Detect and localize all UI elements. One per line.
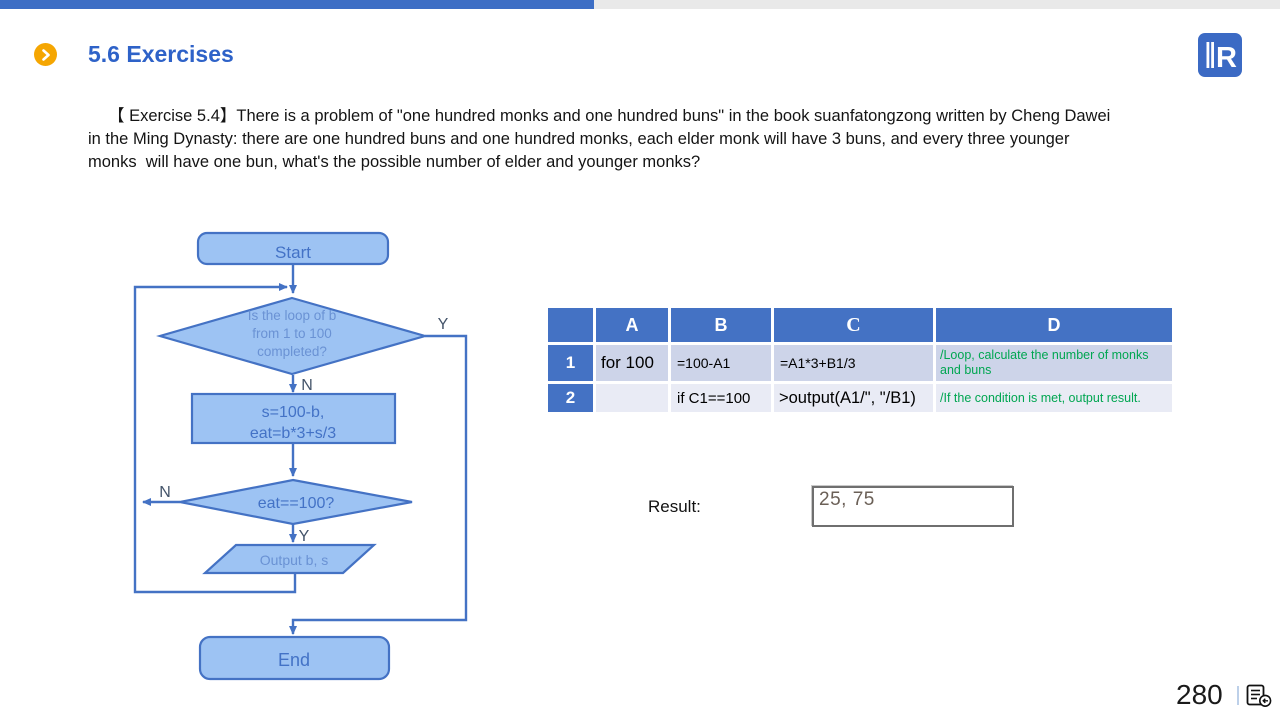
start-node bbox=[196, 231, 390, 266]
row-label-1: 1 bbox=[548, 345, 593, 381]
code-table: A B C D 1 for 100 =100-A1 =A1*3+B1/3 /Lo… bbox=[545, 305, 1175, 415]
result-label: Result: bbox=[648, 497, 701, 516]
exercise-line-3: monks will have one bun, what's the poss… bbox=[88, 153, 701, 171]
column-header-b: B bbox=[671, 308, 771, 342]
table-row: 1 for 100 =100-A1 =A1*3+B1/3 /Loop, calc… bbox=[548, 345, 1172, 381]
page-number: 280 bbox=[1176, 679, 1223, 710]
top-accent-bar-right bbox=[594, 0, 1280, 9]
cell-b1: =100-A1 bbox=[671, 345, 771, 381]
cell-c1: =A1*3+B1/3 bbox=[774, 345, 933, 381]
decision1-label-line3: completed? bbox=[257, 344, 327, 359]
decision1-yes-label: Y bbox=[438, 316, 449, 333]
decision2-no-label: N bbox=[159, 484, 171, 501]
cell-d2: /If the condition is met, output result. bbox=[936, 384, 1172, 412]
connector-decision1-yes-to-end bbox=[289, 334, 468, 635]
process-label-line1: s=100-b, bbox=[262, 404, 325, 421]
notes-return-icon[interactable] bbox=[1246, 684, 1272, 708]
decision1-no-label: N bbox=[301, 377, 313, 394]
end-label: End bbox=[278, 650, 310, 670]
table-row: 2 if C1==100 >output(A1/", "/B1) /If the… bbox=[548, 384, 1172, 412]
cell-a1: for 100 bbox=[596, 345, 668, 381]
column-header-a: A bbox=[596, 308, 668, 342]
cell-b2: if C1==100 bbox=[671, 384, 771, 412]
footer-divider bbox=[1237, 686, 1239, 705]
flowchart: Start Is the loop of b from 1 to 100 com… bbox=[133, 231, 468, 681]
page-title: 5.6 Exercises bbox=[88, 41, 234, 67]
cell-d1: /Loop, calculate the number of monks and… bbox=[936, 345, 1172, 381]
start-label: Start bbox=[275, 243, 311, 262]
decision1-label-line2: from 1 to 100 bbox=[252, 326, 332, 341]
exercise-line-2: in the Ming Dynasty: there are one hundr… bbox=[88, 130, 1070, 148]
cell-a2 bbox=[596, 384, 668, 412]
column-header-c: C bbox=[774, 308, 933, 342]
logo-letter: R bbox=[1216, 42, 1237, 74]
table-header-row: A B C D bbox=[548, 308, 1172, 342]
logo-bar-icon bbox=[1211, 42, 1214, 68]
output-label: Output b, s bbox=[260, 552, 328, 568]
cell-c2: >output(A1/", "/B1) bbox=[774, 384, 933, 412]
section-bullet-badge bbox=[34, 43, 57, 66]
top-accent-bar-left bbox=[0, 0, 594, 9]
result-value: 25, 75 bbox=[819, 489, 875, 510]
result-output-box: 25, 75 bbox=[812, 486, 1014, 527]
decision1-label-line1: Is the loop of b bbox=[248, 308, 337, 323]
row-label-2: 2 bbox=[548, 384, 593, 412]
process-label-line2: eat=b*3+s/3 bbox=[250, 425, 336, 442]
decision1-node bbox=[156, 296, 430, 376]
end-node bbox=[198, 635, 391, 681]
table-corner-cell bbox=[548, 308, 593, 342]
column-header-d: D bbox=[936, 308, 1172, 342]
exercise-line-1: 【 Exercise 5.4】There is a problem of "on… bbox=[108, 107, 1111, 125]
output-node bbox=[202, 543, 377, 575]
connector-loop-back bbox=[133, 283, 297, 594]
decision2-yes-label: Y bbox=[299, 528, 310, 545]
exercise-text: 【 Exercise 5.4】There is a problem of "on… bbox=[88, 105, 1178, 174]
process-node bbox=[190, 392, 397, 445]
brand-logo: R bbox=[1198, 33, 1242, 77]
decision2-node bbox=[179, 478, 413, 526]
decision2-label: eat==100? bbox=[258, 495, 335, 512]
chevron-right-icon bbox=[41, 48, 50, 61]
logo-bar-icon bbox=[1206, 42, 1210, 68]
